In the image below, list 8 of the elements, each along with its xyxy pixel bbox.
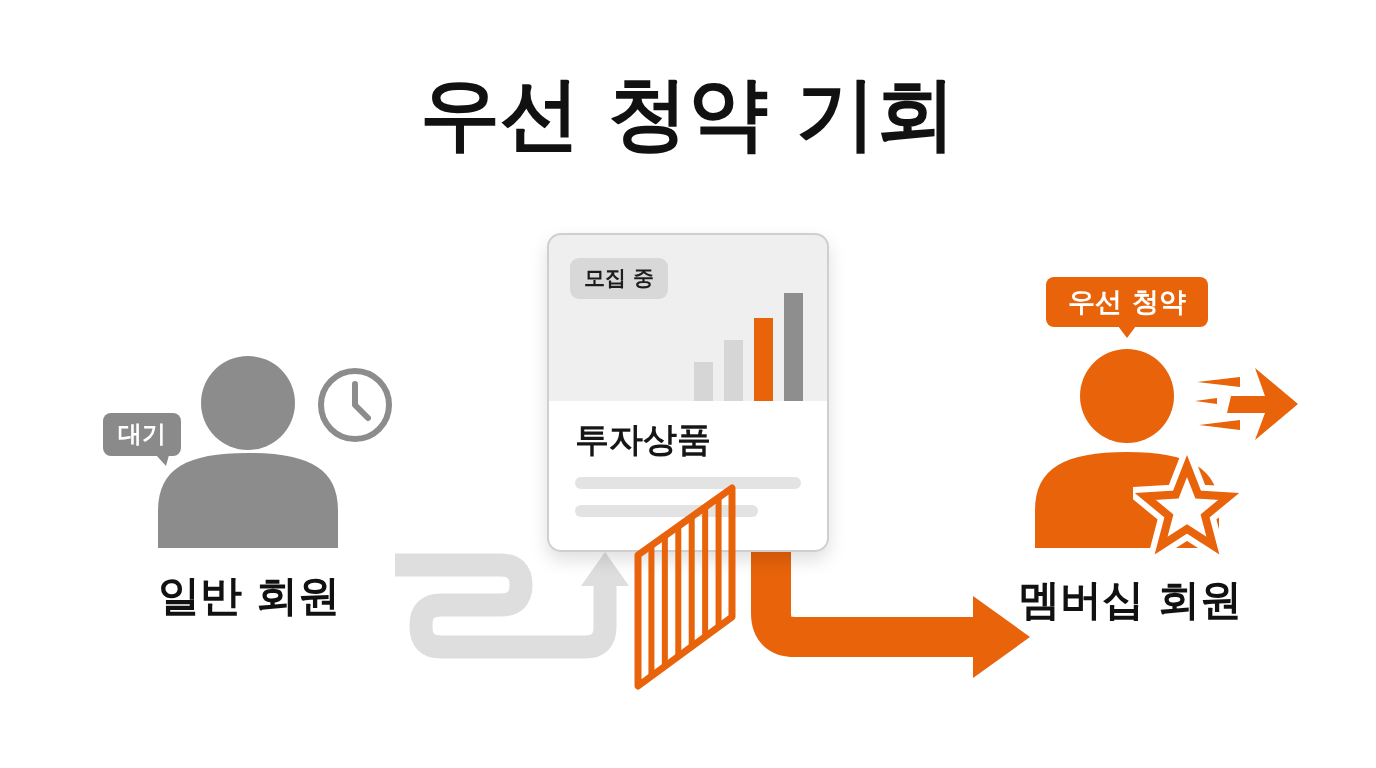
product-card — [547, 233, 829, 552]
status-badge: 모집 중 — [570, 258, 668, 299]
arrow — [395, 552, 629, 659]
card-title: 투자상품 — [575, 419, 711, 460]
person-label: 멤버십 회원 — [1017, 575, 1243, 626]
arrow — [751, 552, 1030, 678]
title: 우선 청약 기회 — [420, 68, 956, 160]
person-label: 일반 회원 — [157, 571, 341, 622]
